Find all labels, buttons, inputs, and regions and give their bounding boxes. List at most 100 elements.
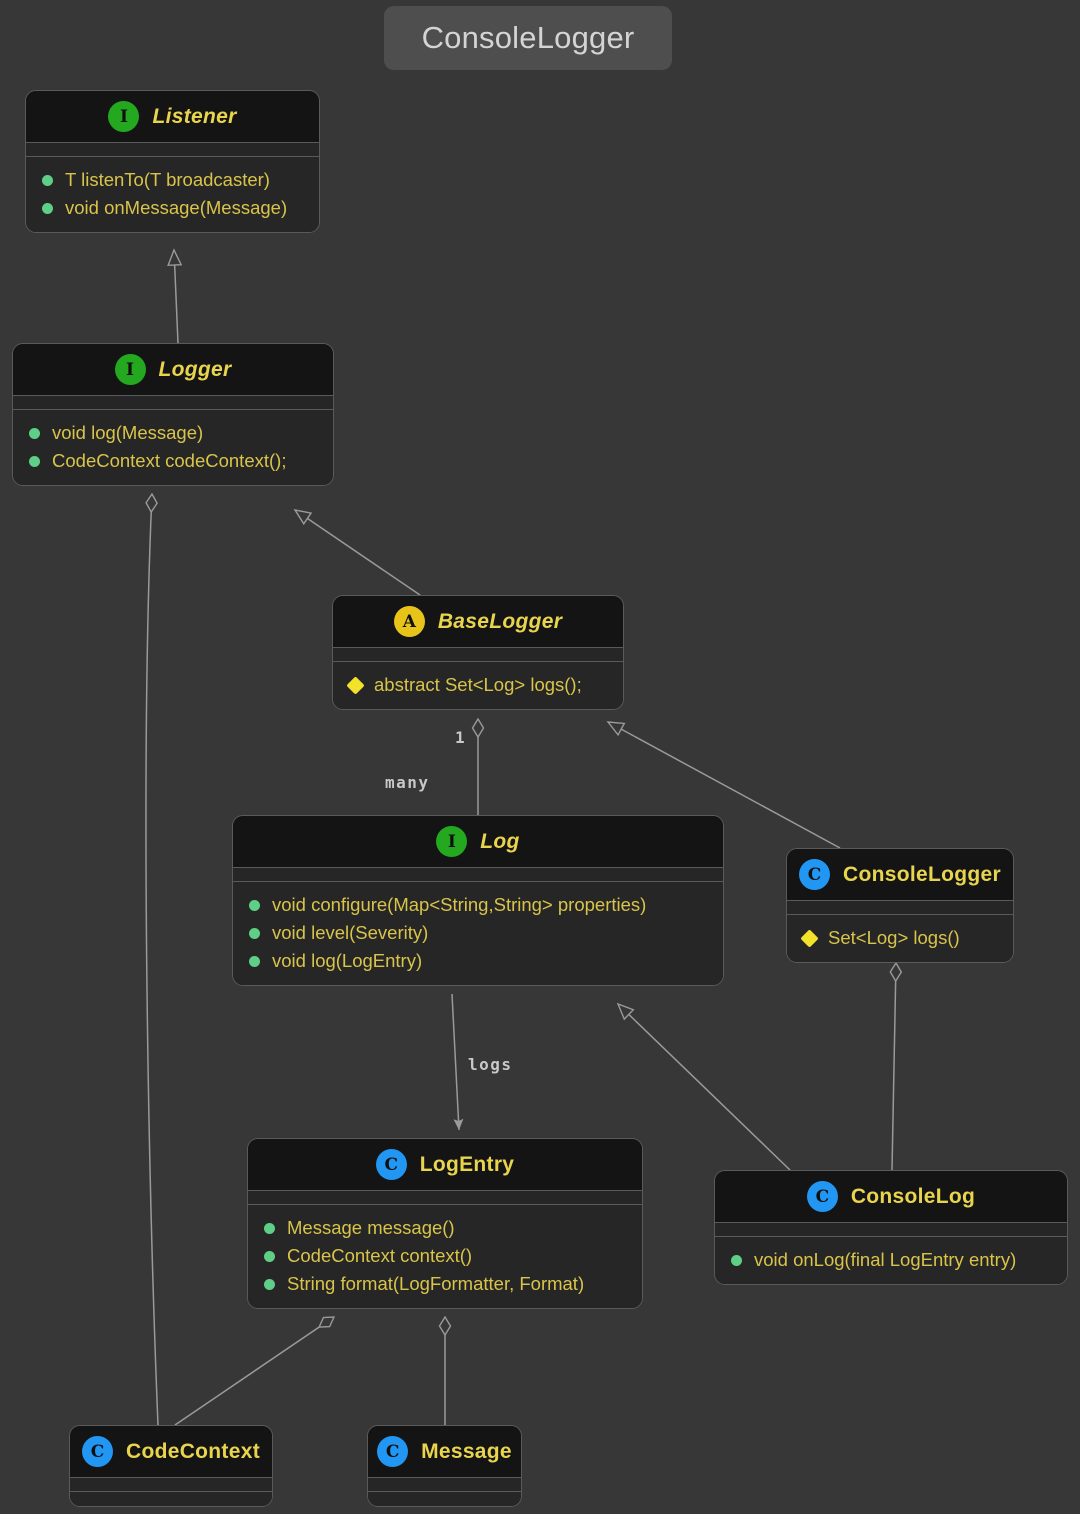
class-header-message: C Message bbox=[368, 1426, 521, 1478]
attributes-compartment-message bbox=[368, 1478, 521, 1492]
class-header-logentry: C LogEntry bbox=[248, 1139, 642, 1191]
class-header-log: I Log bbox=[233, 816, 723, 868]
class-node-logentry[interactable]: C LogEntry Message message() CodeContext… bbox=[247, 1138, 643, 1309]
class-node-message[interactable]: C Message bbox=[367, 1425, 522, 1507]
class-header-codecontext: C CodeContext bbox=[70, 1426, 272, 1478]
edge-logger-implements-listener bbox=[167, 248, 183, 344]
method-row: void log(Message) bbox=[13, 419, 333, 447]
attributes-compartment-consolelogger bbox=[787, 901, 1013, 915]
method-signature: void log(Message) bbox=[52, 422, 204, 443]
edge-logentry-aggregates-codecontext bbox=[174, 1317, 334, 1426]
attributes-compartment-baselogger bbox=[333, 648, 623, 662]
protected-visibility-icon bbox=[346, 675, 365, 695]
class-node-listener[interactable]: I Listener T listenTo(T broadcaster) voi… bbox=[25, 90, 320, 233]
public-visibility-icon bbox=[29, 455, 40, 467]
methods-compartment-consolelogger: Set<Log> logs() bbox=[787, 915, 1013, 962]
attributes-compartment-listener bbox=[26, 143, 319, 157]
method-signature: String format(LogFormatter, Format) bbox=[287, 1273, 585, 1294]
class-badge-icon: C bbox=[82, 1436, 114, 1467]
method-signature: void level(Severity) bbox=[272, 922, 429, 943]
methods-compartment-log: void configure(Map<String,String> proper… bbox=[233, 882, 723, 985]
class-name-consolelog: ConsoleLog bbox=[850, 1184, 976, 1208]
public-visibility-icon bbox=[42, 174, 53, 186]
method-row: Message message() bbox=[248, 1214, 642, 1242]
method-signature: Message message() bbox=[287, 1217, 455, 1238]
method-row: void onMessage(Message) bbox=[26, 194, 319, 222]
interface-badge-icon: I bbox=[108, 101, 140, 132]
diagram-title: ConsoleLogger bbox=[421, 20, 635, 55]
public-visibility-icon bbox=[249, 927, 260, 939]
class-name-codecontext: CodeContext bbox=[126, 1439, 260, 1463]
class-name-message: Message bbox=[421, 1439, 512, 1463]
class-name-consolelogger: ConsoleLogger bbox=[843, 862, 1001, 886]
public-visibility-icon bbox=[264, 1222, 275, 1234]
methods-compartment-message bbox=[368, 1492, 521, 1506]
public-visibility-icon bbox=[249, 955, 260, 967]
method-signature: void onLog(final LogEntry entry) bbox=[754, 1249, 1017, 1270]
public-visibility-icon bbox=[42, 202, 53, 214]
class-node-consolelogger[interactable]: C ConsoleLogger Set<Log> logs() bbox=[786, 848, 1014, 963]
method-signature: void onMessage(Message) bbox=[65, 197, 288, 218]
method-signature: T listenTo(T broadcaster) bbox=[65, 169, 270, 190]
attributes-compartment-codecontext bbox=[70, 1478, 272, 1492]
method-row: void onLog(final LogEntry entry) bbox=[715, 1246, 1067, 1274]
class-header-baselogger: A BaseLogger bbox=[333, 596, 623, 648]
class-node-codecontext[interactable]: C CodeContext bbox=[69, 1425, 273, 1507]
method-row: void level(Severity) bbox=[233, 919, 723, 947]
edge-label-multiplicity-one: 1 bbox=[455, 728, 467, 747]
class-header-consolelog: C ConsoleLog bbox=[715, 1171, 1067, 1223]
class-badge-icon: C bbox=[806, 1181, 838, 1212]
method-signature: CodeContext codeContext(); bbox=[52, 450, 287, 471]
class-header-listener: I Listener bbox=[26, 91, 319, 143]
public-visibility-icon bbox=[249, 899, 260, 911]
class-node-consolelog[interactable]: C ConsoleLog void onLog(final LogEntry e… bbox=[714, 1170, 1068, 1285]
method-signature: Set<Log> logs() bbox=[828, 927, 960, 948]
class-name-baselogger: BaseLogger bbox=[437, 609, 563, 633]
diagram-title-banner: ConsoleLogger bbox=[384, 6, 672, 70]
class-header-consolelogger: C ConsoleLogger bbox=[787, 849, 1013, 901]
methods-compartment-logger: void log(Message) CodeContext codeContex… bbox=[13, 410, 333, 485]
public-visibility-icon bbox=[29, 427, 40, 439]
edge-consolelogger-aggregates-consolelog bbox=[892, 963, 896, 1171]
edge-consolelogger-extends-baselogger bbox=[606, 721, 841, 849]
methods-compartment-codecontext bbox=[70, 1492, 272, 1506]
edge-label-logs: logs bbox=[468, 1055, 513, 1074]
interface-badge-icon: I bbox=[436, 826, 468, 857]
public-visibility-icon bbox=[264, 1250, 275, 1262]
method-row: String format(LogFormatter, Format) bbox=[248, 1270, 642, 1298]
class-name-logger: Logger bbox=[158, 357, 232, 381]
class-header-logger: I Logger bbox=[13, 344, 333, 396]
attributes-compartment-consolelog bbox=[715, 1223, 1067, 1237]
edge-label-multiplicity-many: many bbox=[385, 773, 430, 792]
protected-visibility-icon bbox=[800, 928, 819, 948]
class-node-baselogger[interactable]: A BaseLogger abstract Set<Log> logs(); bbox=[332, 595, 624, 710]
class-name-listener: Listener bbox=[152, 104, 237, 128]
abstract-badge-icon: A bbox=[393, 606, 425, 637]
class-node-log[interactable]: I Log void configure(Map<String,String> … bbox=[232, 815, 724, 986]
methods-compartment-listener: T listenTo(T broadcaster) void onMessage… bbox=[26, 157, 319, 232]
method-signature: CodeContext context() bbox=[287, 1245, 473, 1266]
method-signature: void configure(Map<String,String> proper… bbox=[272, 894, 647, 915]
class-badge-icon: C bbox=[375, 1149, 407, 1180]
class-name-logentry: LogEntry bbox=[419, 1152, 515, 1176]
method-row: void log(LogEntry) bbox=[233, 947, 723, 975]
attributes-compartment-logentry bbox=[248, 1191, 642, 1205]
class-node-logger[interactable]: I Logger void log(Message) CodeContext c… bbox=[12, 343, 334, 486]
methods-compartment-consolelog: void onLog(final LogEntry entry) bbox=[715, 1237, 1067, 1284]
interface-badge-icon: I bbox=[114, 354, 146, 385]
class-badge-icon: C bbox=[377, 1436, 409, 1467]
attributes-compartment-logger bbox=[13, 396, 333, 410]
attributes-compartment-log bbox=[233, 868, 723, 882]
method-row: abstract Set<Log> logs(); bbox=[333, 671, 623, 699]
edge-baselogger-extends-logger bbox=[293, 509, 421, 596]
method-row: Set<Log> logs() bbox=[787, 924, 1013, 952]
edge-log-logs-logentry bbox=[451, 993, 464, 1131]
method-row: T listenTo(T broadcaster) bbox=[26, 166, 319, 194]
public-visibility-icon bbox=[731, 1254, 742, 1266]
method-row: CodeContext codeContext(); bbox=[13, 447, 333, 475]
methods-compartment-baselogger: abstract Set<Log> logs(); bbox=[333, 662, 623, 709]
edge-logger-aggregates-codecontext bbox=[145, 494, 159, 1426]
method-signature: abstract Set<Log> logs(); bbox=[374, 674, 582, 695]
